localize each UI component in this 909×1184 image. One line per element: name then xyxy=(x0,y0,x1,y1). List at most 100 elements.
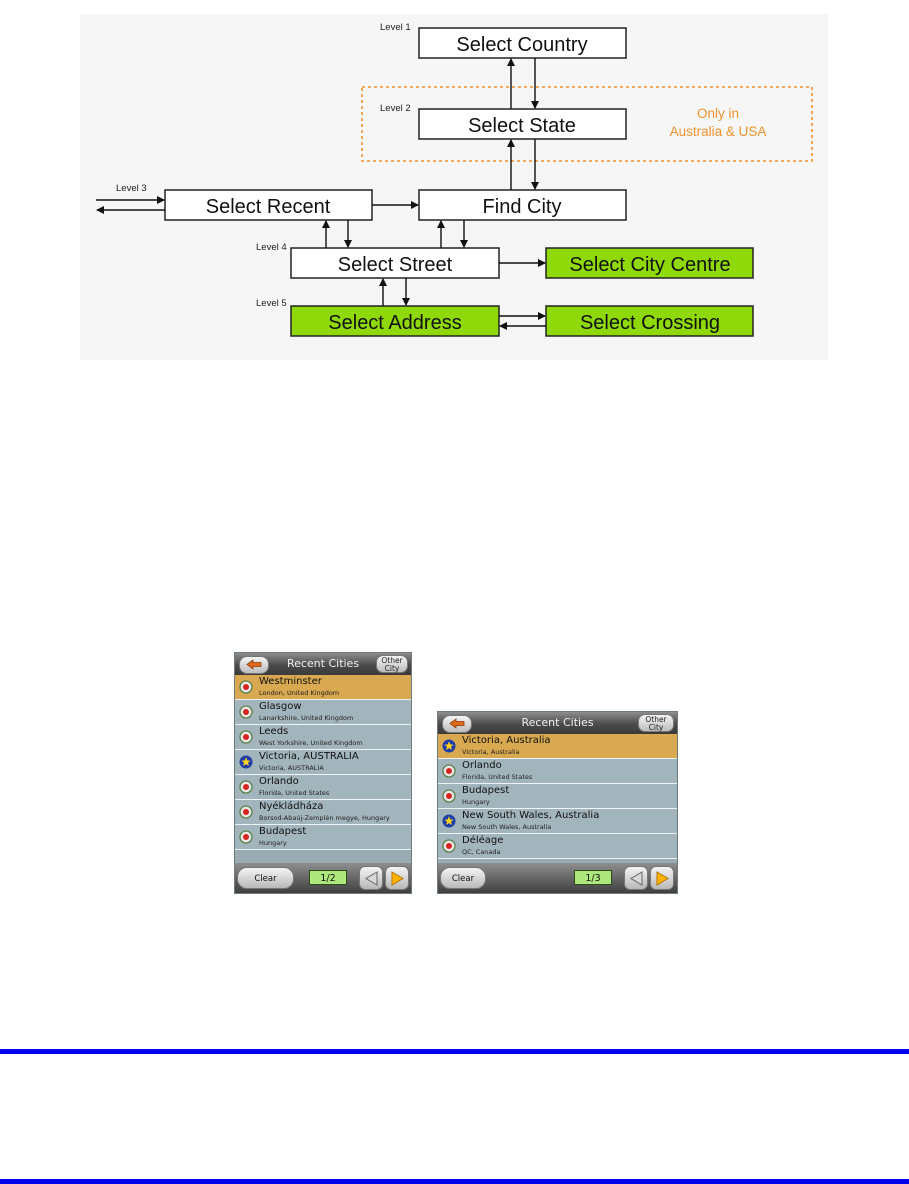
city-pin-icon xyxy=(239,830,253,844)
list-item[interactable]: Déléage QC, Canada xyxy=(438,834,677,859)
level-3-label: Level 3 xyxy=(116,183,147,194)
city-pin-icon xyxy=(239,780,253,794)
node-select-street: Select Street xyxy=(290,247,500,279)
recent-cities-screen-2: Recent Cities Other City Victoria, Austr… xyxy=(437,711,678,894)
city-region: QC, Canada xyxy=(462,848,501,856)
city-pin-icon xyxy=(239,805,253,819)
next-page-button[interactable] xyxy=(650,866,674,890)
list-item[interactable]: Nyékládháza Borsod-Abaúj-Zemplén megye, … xyxy=(235,800,411,825)
node-find-city: Find City xyxy=(418,189,627,221)
city-region: West Yorkshire, United Kingdom xyxy=(259,739,363,747)
city-name: Leeds xyxy=(259,726,289,737)
list-item[interactable]: Leeds West Yorkshire, United Kingdom xyxy=(235,725,411,750)
city-pin-icon xyxy=(442,764,456,778)
note-line-2: Australia & USA xyxy=(670,124,767,139)
city-pin-icon xyxy=(442,789,456,803)
node-select-address: Select Address xyxy=(290,305,500,337)
city-region: New South Wales, Australia xyxy=(462,823,552,831)
list-item[interactable]: Westminster London, United Kingdom xyxy=(235,675,411,700)
clear-button[interactable]: Clear xyxy=(440,867,486,889)
divider-line-bottom xyxy=(0,1179,909,1184)
triangle-left-icon xyxy=(630,871,643,886)
city-region: Florida, United States xyxy=(462,773,533,781)
back-button[interactable] xyxy=(239,656,269,674)
list-item[interactable]: Orlando Florida, United States xyxy=(438,759,677,784)
diagram-background xyxy=(80,14,828,360)
back-arrow-icon xyxy=(246,659,262,670)
svg-text:Select Address: Select Address xyxy=(328,312,461,334)
list-item[interactable]: Victoria, AUSTRALIA Victoria, AUSTRALIA xyxy=(235,750,411,775)
list-item[interactable]: Glasgow Lanarkshire, United Kingdom xyxy=(235,700,411,725)
recent-cities-screen-1: Recent Cities Other City Westminster Lon… xyxy=(234,652,412,894)
svg-text:Find City: Find City xyxy=(483,196,562,218)
city-name: Nyékládháza xyxy=(259,801,324,812)
city-name: Budapest xyxy=(462,785,510,796)
city-region: Lanarkshire, United Kingdom xyxy=(259,714,354,722)
city-region: Hungary xyxy=(462,798,490,806)
other-city-label-1: Other xyxy=(645,715,667,724)
state-star-icon xyxy=(442,814,456,828)
other-city-button[interactable]: Other City xyxy=(376,655,408,673)
screen-header: Recent Cities Other City xyxy=(235,653,411,675)
node-select-state: Select State xyxy=(418,108,627,140)
triangle-right-icon xyxy=(391,871,404,886)
triangle-left-icon xyxy=(365,871,378,886)
screen-footer: Clear 1/3 xyxy=(438,863,677,893)
diagram-arrows xyxy=(96,58,546,330)
city-name: Orlando xyxy=(462,760,502,771)
screen-title: Recent Cities xyxy=(521,716,594,729)
other-city-label-2: City xyxy=(384,664,400,673)
clear-history-button[interactable]: Clear History xyxy=(237,867,294,889)
city-region: Borsod-Abaúj-Zemplén megye, Hungary xyxy=(259,814,390,822)
city-pin-icon xyxy=(239,730,253,744)
svg-text:Select Recent: Select Recent xyxy=(206,196,331,218)
city-name: Victoria, AUSTRALIA xyxy=(259,751,359,762)
state-star-icon xyxy=(442,739,456,753)
city-name: Glasgow xyxy=(259,701,302,712)
recent-city-list: Westminster London, United Kingdom Glasg… xyxy=(235,675,411,850)
svg-text:Select Country: Select Country xyxy=(456,34,587,56)
node-select-recent: Select Recent xyxy=(164,189,373,221)
city-pin-icon xyxy=(239,705,253,719)
state-star-icon xyxy=(239,755,253,769)
list-item[interactable]: Victoria, Australia Victoria, Australia xyxy=(438,734,677,759)
city-name: Westminster xyxy=(259,676,322,687)
navigation-flow-diagram: Only in Australia & USA Level 1 Level 2 … xyxy=(80,14,828,360)
city-region: Florida, United States xyxy=(259,789,330,797)
node-select-country: Select Country xyxy=(418,27,627,59)
list-item[interactable]: Orlando Florida, United States xyxy=(235,775,411,800)
city-pin-icon xyxy=(239,680,253,694)
svg-text:Select State: Select State xyxy=(468,115,576,137)
level-1-label: Level 1 xyxy=(380,22,411,33)
city-pin-icon xyxy=(442,839,456,853)
svg-text:Select City Centre: Select City Centre xyxy=(569,254,730,276)
city-region: Victoria, AUSTRALIA xyxy=(259,764,324,772)
previous-page-button[interactable] xyxy=(359,866,383,890)
list-item[interactable]: Budapest Hungary xyxy=(235,825,411,850)
city-region: Hungary xyxy=(259,839,287,847)
page-indicator: 1/2 xyxy=(309,870,347,885)
page-indicator: 1/3 xyxy=(574,870,612,885)
city-name: Budapest xyxy=(259,826,307,837)
other-city-label-2: City xyxy=(648,723,664,732)
screen-title: Recent Cities xyxy=(286,657,360,670)
other-city-label-1: Other xyxy=(381,656,403,665)
svg-text:Select Street: Select Street xyxy=(338,254,453,276)
city-name: New South Wales, Australia xyxy=(462,810,600,821)
list-item[interactable]: Budapest Hungary xyxy=(438,784,677,809)
note-line-1: Only in xyxy=(697,106,739,121)
screen-footer: Clear History 1/2 xyxy=(235,863,411,893)
other-city-button[interactable]: Other City xyxy=(638,714,674,732)
level-2-label: Level 2 xyxy=(380,103,411,114)
next-page-button[interactable] xyxy=(385,866,409,890)
level-4-label: Level 4 xyxy=(256,242,287,253)
back-button[interactable] xyxy=(442,715,472,733)
list-item[interactable]: New South Wales, Australia New South Wal… xyxy=(438,809,677,834)
node-select-city-centre: Select City Centre xyxy=(545,247,754,279)
screen-header: Recent Cities Other City xyxy=(438,712,677,734)
back-arrow-icon xyxy=(449,718,465,729)
city-name: Orlando xyxy=(259,776,299,787)
divider-line-top xyxy=(0,1049,909,1054)
previous-page-button[interactable] xyxy=(624,866,648,890)
city-region: London, United Kingdom xyxy=(259,689,340,697)
